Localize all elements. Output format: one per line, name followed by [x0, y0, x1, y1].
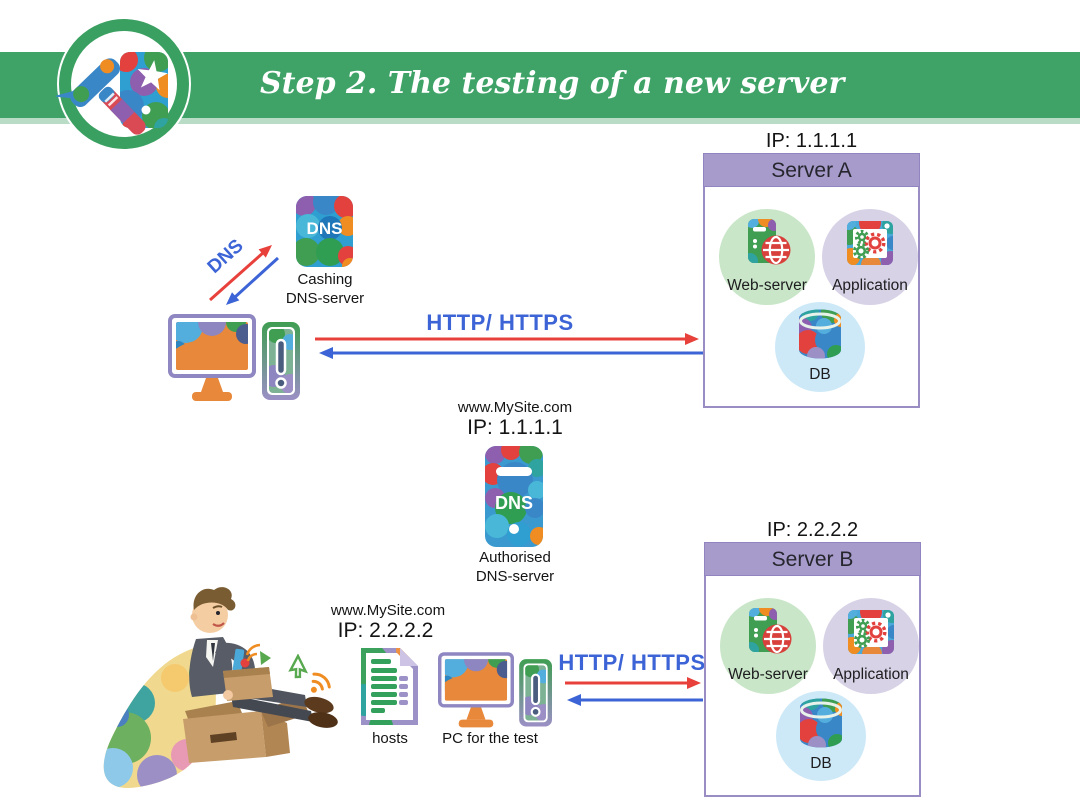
- server-b-header: Server B: [704, 542, 921, 576]
- webserver-circle: Web-server: [719, 209, 815, 305]
- client-pc-icon: [168, 314, 300, 401]
- application-label: Application: [833, 666, 909, 683]
- cursor-arrow-icon: [288, 654, 309, 679]
- authoritative-dns-icon-text: DNS: [495, 493, 533, 513]
- server-a-body: Web-server: [703, 187, 920, 408]
- server-a-group: IP: 1.1.1.1 Server A: [703, 130, 920, 408]
- authoritative-dns-label: Authorised DNS-server: [475, 549, 555, 585]
- webserver-globe-icon: [748, 219, 791, 265]
- http-arrows-top: [315, 333, 703, 359]
- server-b-ip: IP: 2.2.2.2: [766, 519, 859, 541]
- server-b-group: IP: 2.2.2.2 Server B: [704, 519, 921, 797]
- db-cylinder-icon: [800, 698, 842, 748]
- test-pc-label: PC for the test: [442, 730, 538, 747]
- db-circle: DB: [776, 691, 866, 781]
- authoritative-dns-ip: IP: 1.1.1.1: [467, 416, 563, 439]
- webserver-globe-icon: [749, 608, 792, 654]
- db-label: DB: [809, 366, 831, 383]
- hosts-label: hosts: [372, 730, 408, 747]
- application-label: Application: [832, 277, 908, 294]
- hosts-file-icon: [361, 648, 418, 725]
- server-a-ip: IP: 1.1.1.1: [765, 130, 858, 152]
- logo-hammer: [56, 58, 146, 135]
- application-circle: Application: [822, 209, 918, 305]
- caching-dns-icon-text: DNS: [307, 219, 343, 238]
- application-circle: Application: [823, 598, 919, 694]
- band-accent-strip: [0, 118, 1080, 124]
- http-arrows-bottom: [565, 677, 703, 706]
- globe-grid: [763, 235, 789, 265]
- webserver-label: Web-server: [728, 666, 808, 683]
- db-circle: DB: [775, 302, 865, 392]
- hosts-file-lines: [371, 659, 408, 713]
- server-b-body: Web-server: [704, 576, 921, 797]
- authoritative-dns-server-icon: DNS: [485, 446, 543, 547]
- server-a-header: Server A: [703, 153, 920, 187]
- caching-dns-server-icon: DNS: [296, 196, 353, 267]
- dns-query-arrows: [209, 245, 280, 305]
- monitor-screen: [176, 322, 248, 370]
- authoritative-dns-domain: www.MySite.com: [457, 399, 573, 416]
- http-label-bottom: HTTP/ HTTPS: [558, 650, 706, 675]
- wifi-icon: [310, 672, 331, 693]
- hammer-logo-icon: [56, 17, 191, 151]
- logo-star: [137, 60, 168, 91]
- http-label-top: HTTP/ HTTPS: [426, 310, 574, 335]
- webserver-label: Web-server: [727, 277, 807, 294]
- man-with-box-illustration: [103, 587, 338, 788]
- test-pc-icon: [438, 652, 552, 728]
- page-title: Step 2. The testing of a new server: [260, 66, 845, 101]
- caching-dns-label: Cashing DNS-server: [285, 271, 365, 307]
- db-label: DB: [810, 755, 832, 772]
- db-cylinder-icon: [799, 309, 841, 359]
- application-gears-icon: [847, 221, 893, 265]
- application-gears-icon: [848, 610, 894, 654]
- hosts-ip: IP: 2.2.2.2: [337, 619, 434, 642]
- webserver-circle: Web-server: [720, 598, 816, 694]
- hosts-domain: www.MySite.com: [330, 602, 446, 619]
